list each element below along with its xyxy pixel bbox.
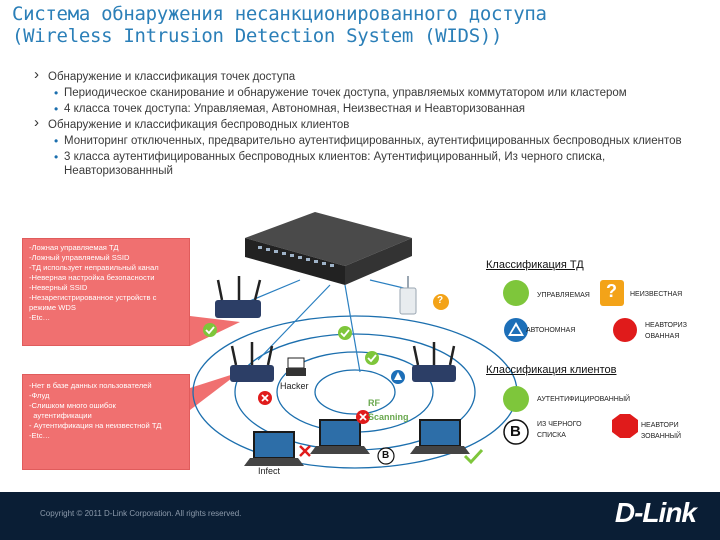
ap-classification-title: Классификация ТД (486, 259, 584, 271)
ap-unknown-label: НЕИЗВЕСТНАЯ (630, 291, 683, 298)
client-blacklist-letter: B (510, 423, 521, 440)
small-unknown-icon-diagram (433, 294, 449, 310)
client-authenticated-label: АУТЕНТИФИЦИРОВАННЫЙ (537, 396, 631, 403)
ap-threats-box: -Ложная управляемая ТД -Ложный управляем… (22, 238, 190, 346)
check-mark-icon-switch (338, 326, 352, 340)
bullet-client-detection: Обнаружение и классификация беспроводных… (34, 116, 704, 132)
blacklist-marker-diagram-letter: B (382, 450, 390, 461)
client-classification-title: Классификация клиентов (486, 364, 617, 376)
client-threat-item: - Аутентификация на неизвестной ТД (29, 421, 162, 430)
block-icon-laptop-infect (299, 445, 311, 457)
block-icon-laptop-blacklisted (356, 410, 370, 424)
client-threat-item: аутентификации (29, 411, 92, 420)
laptop-infect-icon (244, 431, 304, 466)
switch-icon (245, 212, 412, 285)
access-point-left-icon (215, 276, 262, 318)
client-threat-item: -Etc… (29, 431, 51, 440)
access-point-right-icon (412, 342, 456, 382)
laptop-authenticated-icon (410, 419, 470, 454)
triangle-icon-diagram (391, 370, 405, 384)
blacklisted-client-icon (503, 419, 529, 445)
unknown-ap-icon (600, 280, 624, 306)
client-threat-item: -Флуд (29, 391, 50, 400)
client-blacklist-label-2: СПИСКА (537, 432, 566, 439)
scanning-label: Scanning (368, 412, 409, 422)
footer-bar: Copyright © 2011 D-Link Corporation. All… (0, 492, 720, 540)
block-icon-hacker (258, 391, 272, 405)
network-links (239, 279, 413, 373)
dlink-logo: D-Link (614, 497, 697, 528)
ap-threat-item: -Неверная настройка безопасности (29, 273, 155, 282)
client-threat-item: -Слишком много ошибок (29, 401, 116, 410)
client-blacklist-label-1: ИЗ ЧЕРНОГО (537, 421, 582, 428)
copyright-text: Copyright © 2011 D-Link Corporation. All… (40, 509, 242, 518)
authenticated-client-icon (503, 386, 529, 412)
ap-managed-label: УПРАВЛЯЕМАЯ (537, 292, 590, 299)
title-line-1: Система обнаружения несанкционированного… (12, 3, 547, 25)
access-point-center-icon (230, 342, 274, 382)
ap-unauthorized-label-1: НЕАВТОРИЗ (645, 322, 687, 329)
ap-threat-item: -Незарегистрированное устройств с (29, 293, 157, 302)
standalone-ap-class-icon (504, 318, 528, 342)
hacker-device-icon (286, 357, 306, 376)
ap-unauthorized-label-2: ОВАННАЯ (645, 333, 680, 340)
ap-threat-item: -Ложная управляемая ТД (29, 243, 119, 252)
managed-ap-icon (503, 280, 529, 306)
title-line-2: (Wireless Intrusion Detection System (WI… (12, 25, 503, 47)
bullet-client-classes: 3 класса аутентифицированных беспроводны… (34, 150, 704, 178)
ap-unknown-mark: ? (606, 281, 617, 301)
infect-label: Infect (258, 466, 281, 476)
bullet-ap-detection: Обнаружение и классификация точек доступ… (34, 68, 704, 84)
standalone-ap-icon (399, 276, 417, 315)
bullet-client-monitoring: Мониторинг отключенных, предварительно а… (34, 134, 704, 148)
ap-standalone-label: АВТОНОМНАЯ (526, 327, 576, 334)
page-title: Система обнаружения несанкционированного… (12, 3, 712, 47)
rf-label: RF (368, 398, 380, 408)
ap-threat-item: -Ложный управляемый SSID (29, 253, 130, 262)
check-mark-icon-ap-left (203, 323, 217, 337)
small-unknown-mark: ? (437, 295, 444, 306)
client-unauthorized-label-1: НЕАВТОРИ (641, 422, 679, 429)
client-unauthorized-label-2: ЗОВАННЫЙ (641, 433, 682, 440)
hacker-label: Hacker (280, 381, 309, 391)
laptop-blacklisted-icon (310, 419, 370, 454)
bullet-ap-scanning: Периодическое сканирование и обнаружение… (34, 86, 704, 100)
client-threats-box: -Нет в базе данных пользователей -Флуд -… (22, 374, 190, 470)
check-mark-icon-laptop (463, 448, 484, 465)
check-mark-icon-right (365, 351, 379, 365)
client-threat-item: -Нет в базе данных пользователей (29, 381, 152, 390)
ap-threat-item: -Неверный SSID (29, 283, 88, 292)
unauthorized-client-icon (612, 414, 638, 438)
client-threat-callout-pointer (190, 372, 240, 410)
unauthorized-ap-icon (613, 318, 637, 342)
ap-threat-item: режиме WDS (29, 303, 76, 312)
blacklist-marker-diagram (377, 447, 395, 465)
ap-threat-item: -Etc… (29, 313, 51, 322)
bullet-ap-classes: 4 класса точек доступа: Управляемая, Авт… (34, 102, 704, 116)
bullet-list: Обнаружение и классификация точек доступ… (34, 68, 704, 180)
ap-threat-item: -ТД использует неправильный канал (29, 263, 159, 272)
